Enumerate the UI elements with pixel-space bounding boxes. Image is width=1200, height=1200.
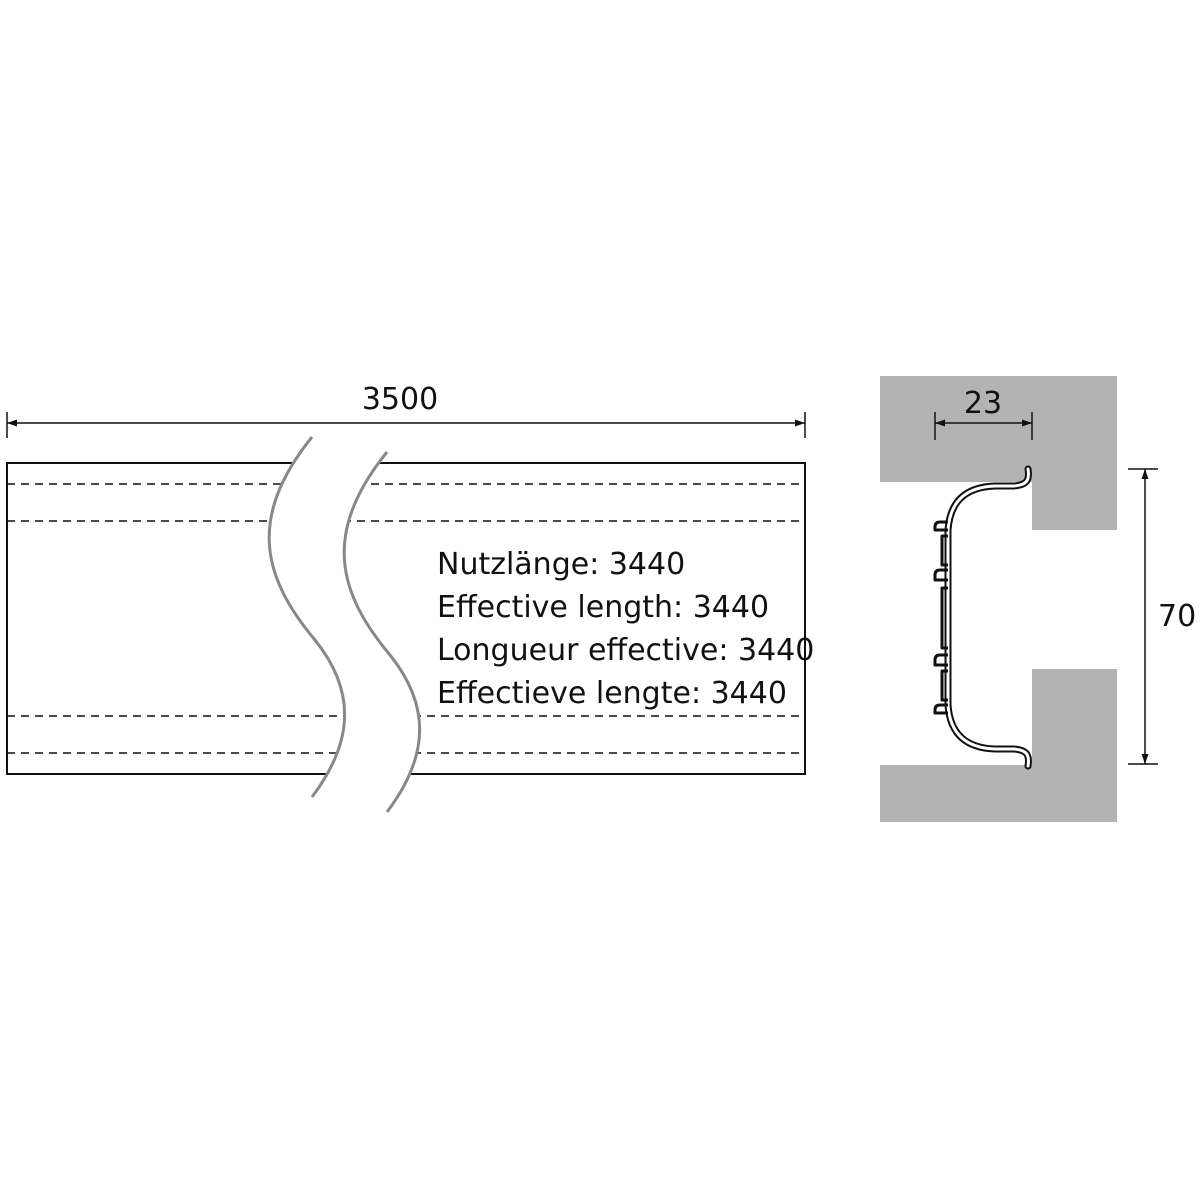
label-french: Longueur effective: 3440: [437, 633, 814, 668]
side-view: 3500 Nutzlänge: 3440 Effective length: 3…: [6, 382, 814, 813]
break-line-right: [342, 451, 422, 813]
depth-dimension-value: 23: [964, 386, 1002, 421]
label-german: Nutzlänge: 3440: [437, 547, 685, 582]
label-dutch: Effectieve lengte: 3440: [437, 676, 787, 711]
wall-lower: [880, 669, 1117, 822]
break-gap: [269, 437, 420, 812]
label-english: Effective length: 3440: [437, 590, 769, 625]
length-dimension-value: 3500: [362, 382, 438, 417]
profile-section: [944, 465, 1032, 770]
clip-features: [933, 520, 948, 715]
height-dimension-value: 70: [1158, 599, 1196, 634]
break-line-left: [267, 436, 347, 798]
profile-section-inner: [946, 467, 1030, 768]
cross-section: 23 70: [880, 376, 1196, 822]
wall-upper: [880, 376, 1117, 530]
